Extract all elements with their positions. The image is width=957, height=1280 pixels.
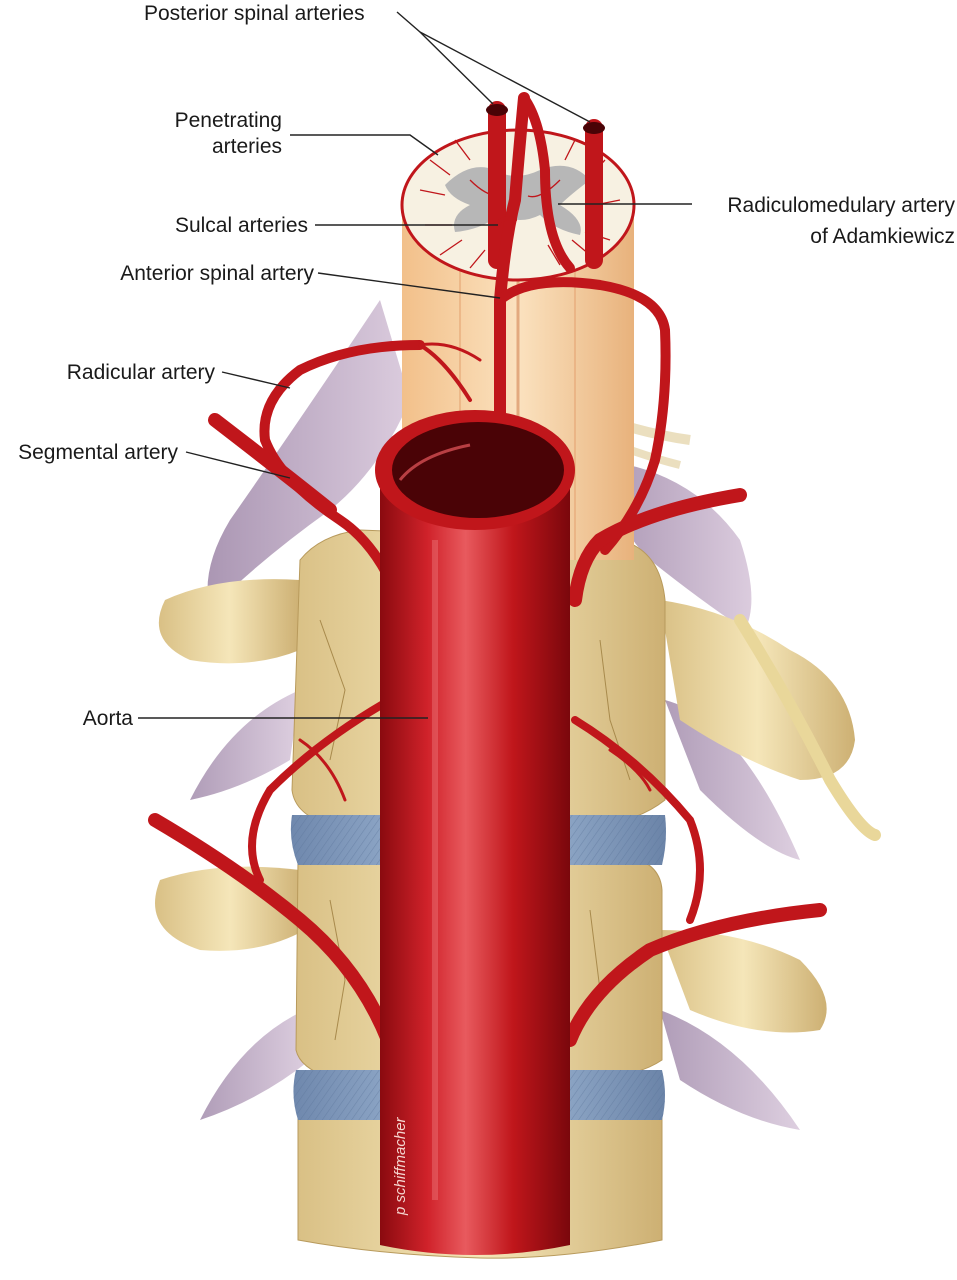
nerve-roots: [190, 300, 800, 1130]
labels: Posterior spinal arteries Penetrating ar…: [18, 2, 955, 730]
radicular-artery: [259, 340, 425, 585]
artist-signature: p schiffmacher: [392, 1116, 409, 1216]
radiculomedullary-artery: [495, 277, 671, 555]
segmental-artery-mid-left: [148, 813, 395, 1047]
spinal-nerve: [734, 614, 881, 841]
label-penetrating-line2: arteries: [212, 135, 282, 158]
label-sulcal-arteries: Sulcal arteries: [175, 214, 308, 237]
label-segmental-artery: Segmental artery: [18, 441, 178, 464]
label-posterior-spinal-arteries: Posterior spinal arteries: [144, 2, 365, 25]
aorta: [375, 410, 575, 1255]
arteries: [148, 92, 827, 1047]
segmental-artery-upper-right: [568, 488, 747, 607]
segmental-artery-upper-left: [208, 413, 337, 517]
label-aorta: Aorta: [83, 707, 134, 730]
label-radiculomedullary-line2: of Adamkiewicz: [810, 225, 955, 248]
label-penetrating-line1: Penetrating: [175, 109, 282, 132]
label-radiculomedullary-line1: Radiculomedulary artery: [727, 194, 955, 217]
label-radicular-artery: Radicular artery: [67, 361, 216, 384]
segmental-artery-mid-right: [563, 903, 827, 1047]
label-anterior-spinal-artery: Anterior spinal artery: [120, 262, 314, 285]
leader-lines: [138, 11, 692, 719]
sulcal-artery: [493, 216, 517, 227]
anterior-spinal-artery: [494, 92, 530, 426]
